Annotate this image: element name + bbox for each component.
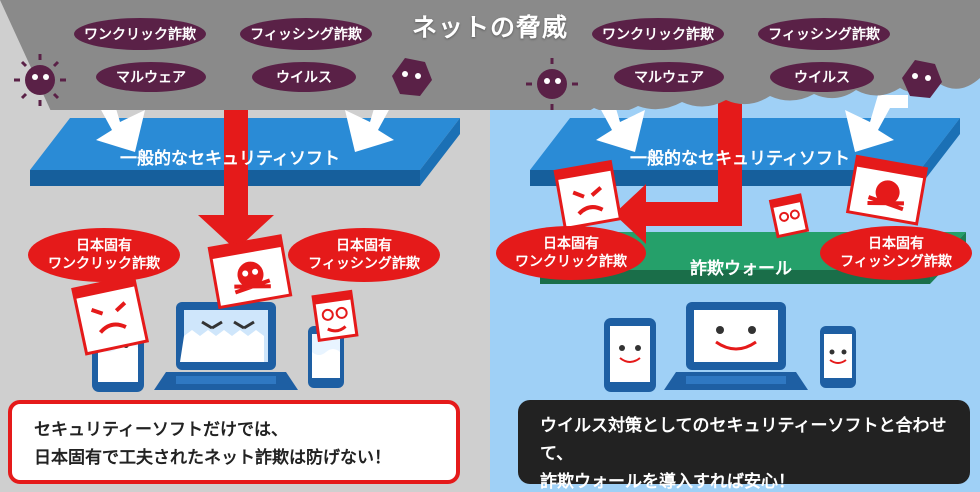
security-software-label-right: 一般的なセキュリティソフト — [630, 149, 850, 169]
threat-malware-left: マルウェア — [96, 62, 206, 92]
threat-phishing-left: フィッシング詐欺 — [240, 18, 372, 50]
right-message-box: ウイルス対策としてのセキュリティーソフトと合わせて、 詐欺ウォールを導入すれば安… — [518, 400, 970, 492]
japan-phishing-fraud-label-right: 日本固有 フィッシング詐欺 — [820, 226, 972, 280]
bounced-popup-small — [768, 193, 810, 239]
virus-icon-left-a — [14, 54, 66, 106]
malicious-popup-skull — [207, 234, 293, 310]
smartphone-left — [308, 326, 344, 388]
japan-one-click-fraud-label-right: 日本固有 ワンクリック詐欺 — [496, 226, 646, 280]
left-message-box: セキュリティーソフトだけでは、 日本固有で工夫されたネット詐欺は防げない！ — [8, 400, 460, 484]
sagi-wall-label: 詐欺ウォール — [690, 259, 792, 279]
threat-phishing-right: フィッシング詐欺 — [758, 18, 890, 50]
threat-one-click-left: ワンクリック詐欺 — [74, 18, 206, 50]
bounced-popup-skull — [845, 154, 929, 226]
malicious-popup-glasses — [311, 289, 359, 342]
threat-one-click-right: ワンクリック詐欺 — [592, 18, 724, 50]
virus-icon-right-b — [902, 60, 942, 98]
right-panel-artwork — [530, 78, 966, 392]
page-title: ネットの脅威 — [411, 13, 568, 42]
virus-icon-right-a — [526, 58, 578, 110]
laptop-left — [154, 302, 298, 390]
security-software-label-left: 一般的なセキュリティソフト — [120, 149, 340, 169]
bounced-popup-face — [553, 159, 623, 231]
laptop-right — [664, 302, 808, 390]
malicious-popup-face — [71, 274, 150, 356]
japan-one-click-fraud-label-left: 日本固有 ワンクリック詐欺 — [28, 228, 180, 282]
tablet-right — [604, 318, 656, 392]
threat-virus-left: ウイルス — [252, 62, 356, 92]
left-panel-artwork — [30, 78, 460, 392]
threat-virus-right: ウイルス — [770, 62, 874, 92]
threat-malware-right: マルウェア — [614, 62, 724, 92]
virus-icon-left-b — [392, 58, 432, 96]
deflect-arrow-left — [82, 95, 145, 152]
smartphone-right — [820, 326, 856, 388]
deflect-arrow-left-right-panel — [582, 95, 645, 152]
deflect-arrow-right — [345, 95, 408, 152]
deflect-arrow-right-right-panel — [845, 95, 908, 152]
japan-phishing-fraud-label-left: 日本固有 フィッシング詐欺 — [288, 228, 440, 282]
